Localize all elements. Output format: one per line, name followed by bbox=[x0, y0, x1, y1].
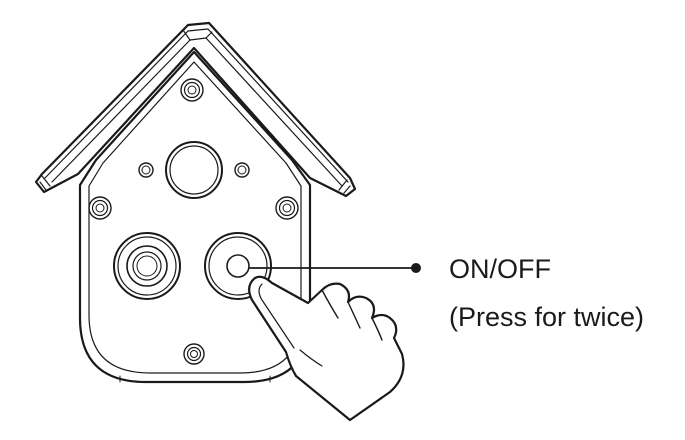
callout-note: (Press for twice) bbox=[449, 302, 645, 332]
sensor-right bbox=[234, 162, 250, 178]
pointing-hand-icon bbox=[248, 275, 405, 422]
roof bbox=[34, 21, 357, 198]
screw-left bbox=[88, 196, 112, 220]
screw-top bbox=[180, 78, 204, 102]
camera-lens bbox=[165, 141, 223, 199]
left-port bbox=[113, 232, 181, 300]
callout-label: ON/OFF bbox=[449, 254, 551, 284]
screw-bottom bbox=[183, 343, 205, 365]
screw-right bbox=[275, 196, 299, 220]
power-button[interactable] bbox=[204, 232, 272, 300]
sensor-left bbox=[138, 162, 154, 178]
leader-dot bbox=[411, 263, 421, 273]
